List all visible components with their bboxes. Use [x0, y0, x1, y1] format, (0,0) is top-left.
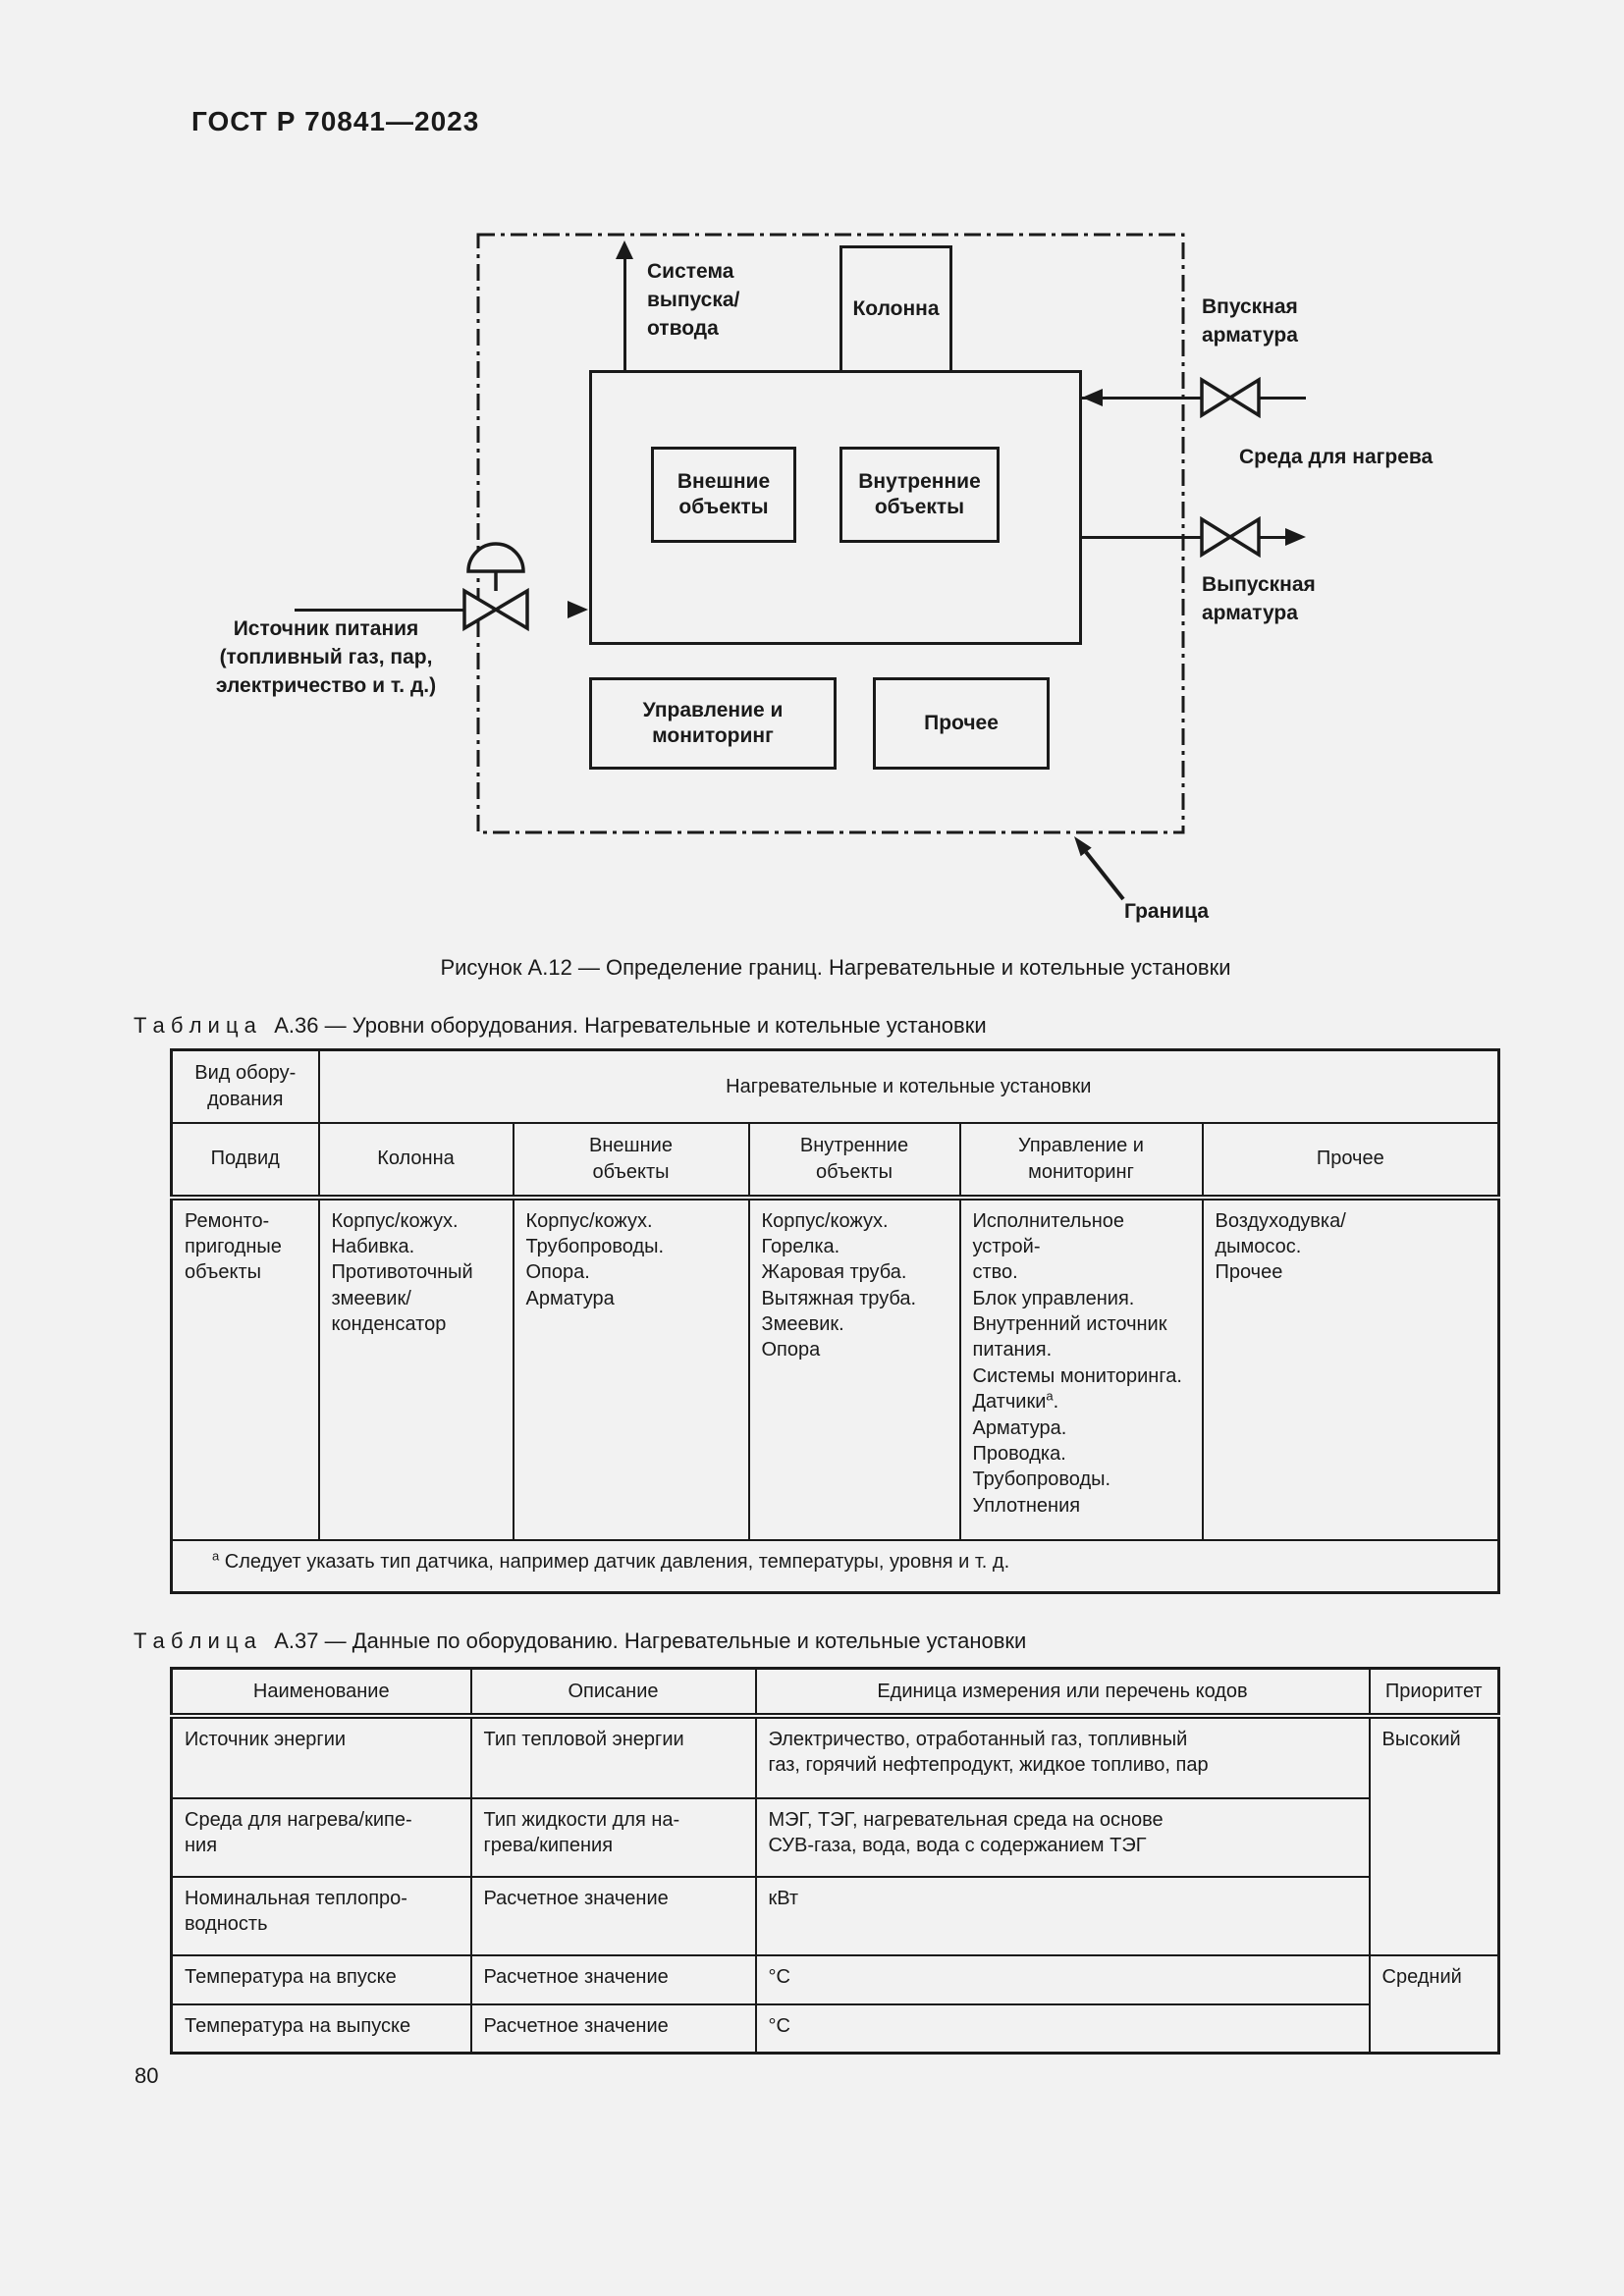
a36-subheader-column: Колонна [317, 1121, 514, 1201]
a37-r2-name: Среда для нагрева/кипе- ния [170, 1796, 472, 1878]
control-monitoring-box: Управление и мониторинг [589, 677, 837, 770]
outlet-valve-icon [1200, 516, 1261, 558]
figure-a12: Колонна Внешние объекты Внутренние объек… [0, 0, 1624, 982]
a37-r1-description: Тип тепловой энергии [469, 1714, 757, 1799]
outlet-line [1082, 536, 1288, 539]
outlet-valve-label: Выпускная арматура [1202, 573, 1316, 624]
table-a36: Вид обору- дования Нагревательные и коте… [170, 1048, 1501, 1594]
exhaust-system-label: Система выпуска/ отвода [647, 260, 740, 340]
control-monitoring-label: Управление и мониторинг [642, 698, 784, 747]
external-objects-box: Внешние объекты [651, 447, 796, 543]
a37-r3-name: Номинальная теплопро- водность [170, 1875, 472, 1956]
boundary-arrow-icon [1074, 836, 1125, 901]
control-valve-icon [462, 542, 529, 632]
standard-code-header: ГОСТ Р 70841—2023 [191, 106, 480, 136]
inlet-valve-icon [1200, 377, 1261, 418]
other-box: Прочее [873, 677, 1050, 770]
page-number: 80 [135, 2063, 159, 2088]
a36-cell-internal: Корпус/кожух. Горелка. Жаровая труба. Вы… [747, 1196, 961, 1541]
table-row: Температура на впуске Расчетное значение… [170, 1953, 1500, 2055]
table-row: Среда для нагрева/кипе- ния Тип жидкости… [170, 1796, 1499, 1878]
a37-r4-name: Температура на впуске [170, 1953, 472, 2005]
a37-r5-unit: °С [754, 2002, 1371, 2055]
a37-r3-unit: кВт [754, 1875, 1371, 1956]
a36-cell-control: Исполнительное устрой- ство. Блок управл… [958, 1196, 1204, 1541]
exhaust-line [623, 257, 626, 370]
a36-footnote: а Следует указать тип датчика, например … [170, 1538, 1500, 1594]
a37-r5-name: Температура на выпуске [170, 2002, 472, 2055]
boundary-dashed-box [476, 233, 1185, 834]
table-a37-caption: Т а б л и ц а А.37 — Данные по оборудова… [134, 1629, 1027, 1653]
a37-r5-description: Расчетное значение [469, 2002, 757, 2055]
table-row: Источник энергии Тип тепловой энергии Эл… [170, 1714, 1500, 1956]
a36-cell-other: Воздуходувка/ дымосос. Прочее [1201, 1196, 1500, 1541]
boundary-label: Граница [1124, 900, 1210, 923]
other-box-label: Прочее [924, 711, 999, 734]
table-a36-caption: Т а б л и ц а А.36 — Уровни оборудования… [134, 1013, 987, 1038]
a37-r2-description: Тип жидкости для на- грева/кипения [469, 1796, 757, 1878]
internal-objects-label: Внутренние объекты [858, 469, 981, 518]
a36-cell-external: Корпус/кожух. Трубопроводы. Опора. Армат… [512, 1196, 750, 1541]
inlet-valve-label: Впускная арматура [1202, 295, 1298, 347]
a37-r2-unit: МЭГ, ТЭГ, нагревательная среда на основе… [754, 1796, 1371, 1878]
a36-cell-row-label: Ремонто- пригодные объекты [170, 1196, 320, 1541]
a37-r4-unit: °С [754, 1953, 1371, 2005]
a36-subheader-internal: Внутренние объекты [747, 1121, 961, 1201]
a36-subheader-other: Прочее [1201, 1121, 1500, 1201]
a36-subheader-control: Управление и мониторинг [958, 1121, 1204, 1201]
main-unit-box [589, 370, 1082, 645]
figure-caption: Рисунок А.12 — Определение границ. Нагре… [440, 955, 1231, 980]
a37-r3-description: Расчетное значение [469, 1875, 757, 1956]
inlet-line [1082, 397, 1306, 400]
a37-r4-description: Расчетное значение [469, 1953, 757, 2005]
a36-subheader-subtype: Подвид [170, 1121, 320, 1201]
table-a37: Наименование Описание Единица измерения … [170, 1667, 1500, 2055]
outlet-arrow-right-icon [1285, 528, 1306, 546]
a37-priority-medium: Средний [1368, 1953, 1500, 2055]
a36-subheader-external: Внешние объекты [512, 1121, 750, 1201]
column-box: Колонна [839, 245, 952, 373]
power-source-line [295, 609, 466, 612]
table-row: Температура на выпуске Расчетное значени… [170, 2002, 1499, 2055]
a37-header-name: Наименование [170, 1667, 472, 1719]
column-box-label: Колонна [852, 296, 940, 320]
a37-header-unit: Единица измерения или перечень кодов [754, 1667, 1371, 1719]
a36-header-span: Нагревательные и котельные установки [317, 1048, 1500, 1124]
external-objects-label: Внешние объекты [677, 469, 771, 518]
a37-r1-unit: Электричество, отработанный газ, топливн… [754, 1714, 1371, 1799]
a37-header-priority: Приоритет [1368, 1667, 1500, 1719]
internal-objects-box: Внутренние объекты [839, 447, 1000, 543]
a36-cell-column: Корпус/кожух. Набивка. Противоточный зме… [317, 1196, 514, 1541]
a37-header-description: Описание [469, 1667, 757, 1719]
heating-medium-label: Среда для нагрева [1239, 446, 1434, 468]
a37-r1-name: Источник энергии [170, 1714, 472, 1799]
table-row: Номинальная теплопро- водность Расчетное… [170, 1875, 1499, 1956]
exhaust-arrow-up-icon [616, 240, 633, 259]
power-source-label: Источник питания (топливный газ, пар, эл… [215, 617, 437, 697]
a37-priority-high: Высокий [1368, 1714, 1500, 1956]
a36-header-equipment-type: Вид обору- дования [170, 1048, 320, 1124]
power-source-arrow-icon [568, 601, 588, 618]
table-row: Ремонто- пригодные объекты Корпус/кожух.… [170, 1196, 1500, 1541]
inlet-arrow-left-icon [1082, 389, 1103, 406]
